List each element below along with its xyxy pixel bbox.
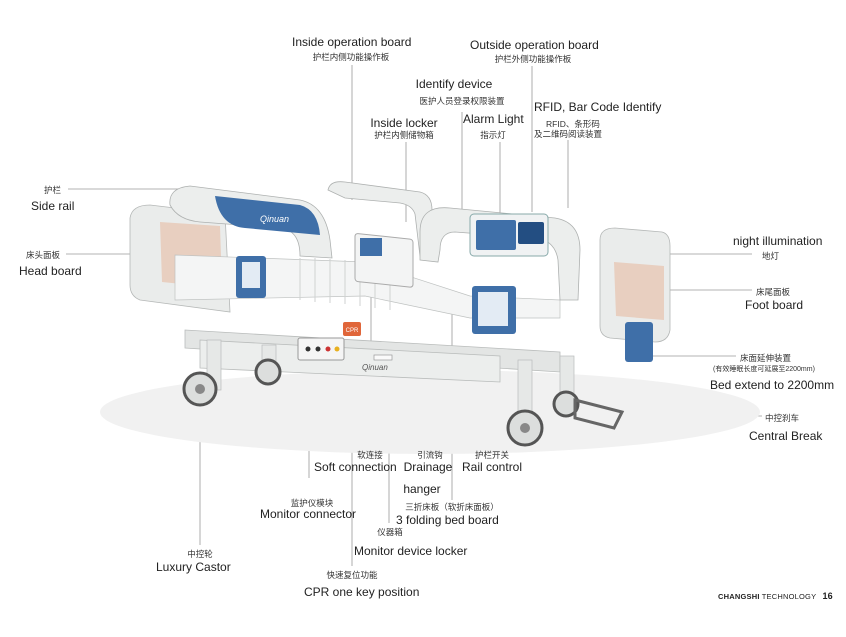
label-soft-connection: Soft connection	[314, 460, 397, 474]
footer-brand-rest: TECHNOLOGY	[761, 592, 817, 601]
label-foot-board: Foot board	[745, 298, 804, 312]
label-rfid-cn-1: RFID、条形码	[546, 119, 600, 129]
label-three-folding-cn: 三折床板（软折床面板）	[405, 502, 499, 512]
label-side-rail-cn: 护栏	[44, 185, 62, 195]
label-bed-extend-note: (有效睡眠长度可延展至2200mm)	[713, 366, 815, 373]
page-footer: CHANGSHI TECHNOLOGY 16	[718, 591, 833, 601]
label-soft-connection-cn: 软连接	[357, 450, 383, 460]
label-monitor-connector: Monitor connector	[260, 507, 357, 521]
label-bed-extend: Bed extend to 2200mm	[710, 378, 835, 392]
label-night-illumination-cn: 地灯	[762, 251, 780, 261]
label-rfid-cn-2: 及二维码阅读装置	[534, 129, 603, 139]
label-central-break-cn: 中控刹车	[765, 413, 800, 423]
label-central-break: Central Break	[749, 429, 823, 443]
label-luxury-castor-cn: 中控轮	[187, 549, 213, 559]
label-bed-extend-cn: 床面延伸装置	[740, 353, 792, 363]
label-inside-operation-board: Inside operation board	[292, 35, 412, 49]
label-cpr: CPR one key position	[304, 585, 420, 599]
label-alarm-light-cn: 指示灯	[480, 130, 506, 140]
footer-brand-bold: CHANGSHI	[718, 592, 760, 601]
brand-mark-base: Qinuan	[362, 363, 388, 372]
label-inside-operation-board-cn: 护栏内侧功能操作板	[312, 52, 390, 62]
label-drainage-cn: 引流钩	[417, 450, 443, 460]
label-monitor-connector-cn: 监护仪模块	[290, 498, 334, 508]
label-identify-device: Identify device	[415, 77, 493, 91]
label-outside-operation-board: Outside operation board	[470, 38, 599, 52]
label-rfid: RFID, Bar Code Identify	[534, 100, 662, 114]
label-side-rail: Side rail	[31, 199, 75, 213]
label-cpr-cn: 快速复位功能	[326, 570, 378, 580]
cpr-tag: CPR	[346, 328, 359, 334]
label-luxury-castor: Luxury Castor	[156, 560, 231, 574]
label-drainage: Drainage	[403, 460, 453, 474]
page-number: 16	[822, 591, 833, 601]
label-alarm-light: Alarm Light	[463, 112, 524, 126]
label-identify-device-cn: 医护人员登录权限装置	[419, 96, 505, 106]
label-outside-operation-board-cn: 护栏外侧功能操作板	[494, 54, 572, 64]
label-night-illumination: night illumination	[733, 234, 823, 248]
label-monitor-locker: Monitor device locker	[354, 544, 468, 558]
label-head-board-cn: 床头面板	[26, 250, 61, 260]
label-monitor-locker-cn: 仪器箱	[377, 527, 403, 537]
label-inside-locker: Inside locker	[370, 116, 438, 130]
label-rail-control: Rail control	[462, 460, 523, 474]
label-hanger: hanger	[403, 482, 441, 496]
label-three-folding: 3 folding bed board	[396, 513, 499, 527]
label-rail-control-cn: 护栏开关	[474, 450, 509, 460]
label-inside-locker-cn: 护栏内侧储物箱	[374, 130, 434, 140]
brand-mark-rail: Qinuan	[260, 214, 289, 224]
label-foot-board-cn: 床尾面板	[756, 287, 791, 297]
label-head-board: Head board	[19, 264, 82, 278]
